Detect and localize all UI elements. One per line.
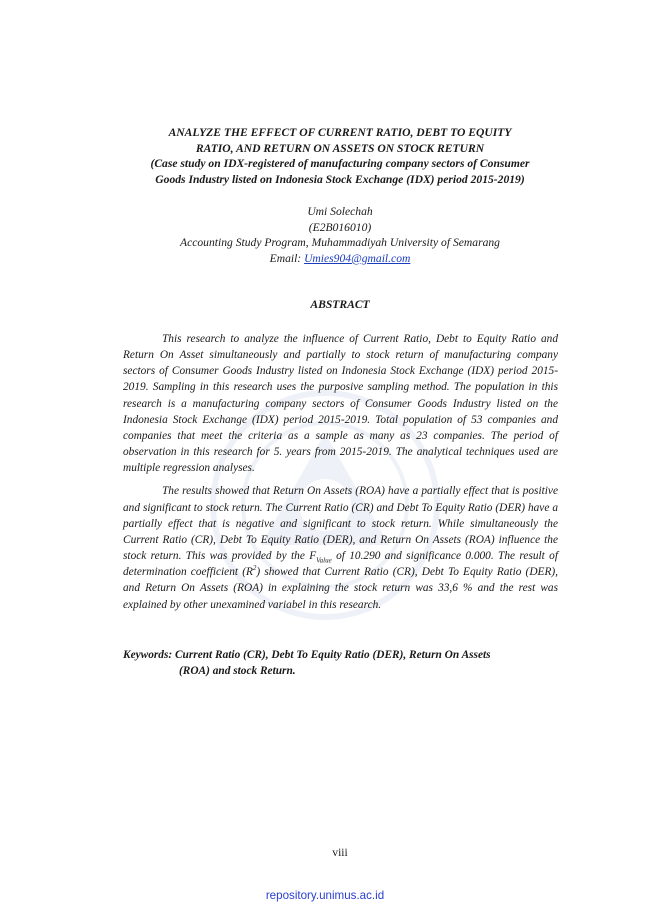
title-line-2: RATIO, AND RETURN ON ASSETS ON STOCK RET… [195, 141, 485, 155]
r-squared-superscript: 2 [252, 564, 257, 573]
abstract-paragraph-1: This research to analyze the influence o… [123, 333, 558, 475]
keywords-line-2: (ROA) and stock Return. [179, 665, 296, 677]
title-line-1: ANALYZE THE EFFECT OF CURRENT RATIO, DEB… [168, 126, 512, 139]
p2-text-3: ) showed that Current Ratio (CR), Debt T… [123, 566, 558, 611]
title-line-4: Goods Industry listed on Indonesia Stock… [155, 172, 525, 186]
author-id: (E2B016010) [308, 220, 372, 234]
author-name: Umi Solechah [307, 205, 373, 218]
paper-title: ANALYZE THE EFFECT OF CURRENT RATIO, DEB… [100, 125, 580, 187]
keywords: Keywords: Current Ratio (CR), Debt To Eq… [123, 647, 563, 679]
email-label: Email: [269, 251, 305, 265]
page-number: viii [332, 846, 348, 859]
repository-footer[interactable]: repository.unimus.ac.id [265, 889, 385, 902]
email-link[interactable]: Umies904@gmail.com [304, 251, 411, 265]
author-affiliation: Accounting Study Program, Muhammadiyah U… [180, 236, 500, 250]
p2-text-1: The results showed that Return On Assets… [123, 485, 558, 563]
author-info: Umi Solechah (E2B016010) Accounting Stud… [90, 204, 590, 266]
keywords-line-1: Keywords: Current Ratio (CR), Debt To Eq… [123, 649, 491, 661]
abstract-heading: ABSTRACT [310, 298, 370, 311]
title-line-3: (Case study on IDX-registered of manufac… [150, 157, 530, 171]
author-email-line: Email: Umies904@gmail.com [90, 251, 590, 267]
f-value-subscript: Value [316, 556, 332, 565]
p2-text-2: of 10.290 and significance 0.000. The re… [123, 550, 559, 579]
abstract-body: This research to analyze the influence o… [123, 331, 558, 613]
abstract-paragraph-2: The results showed that Return On Assets… [123, 483, 558, 612]
